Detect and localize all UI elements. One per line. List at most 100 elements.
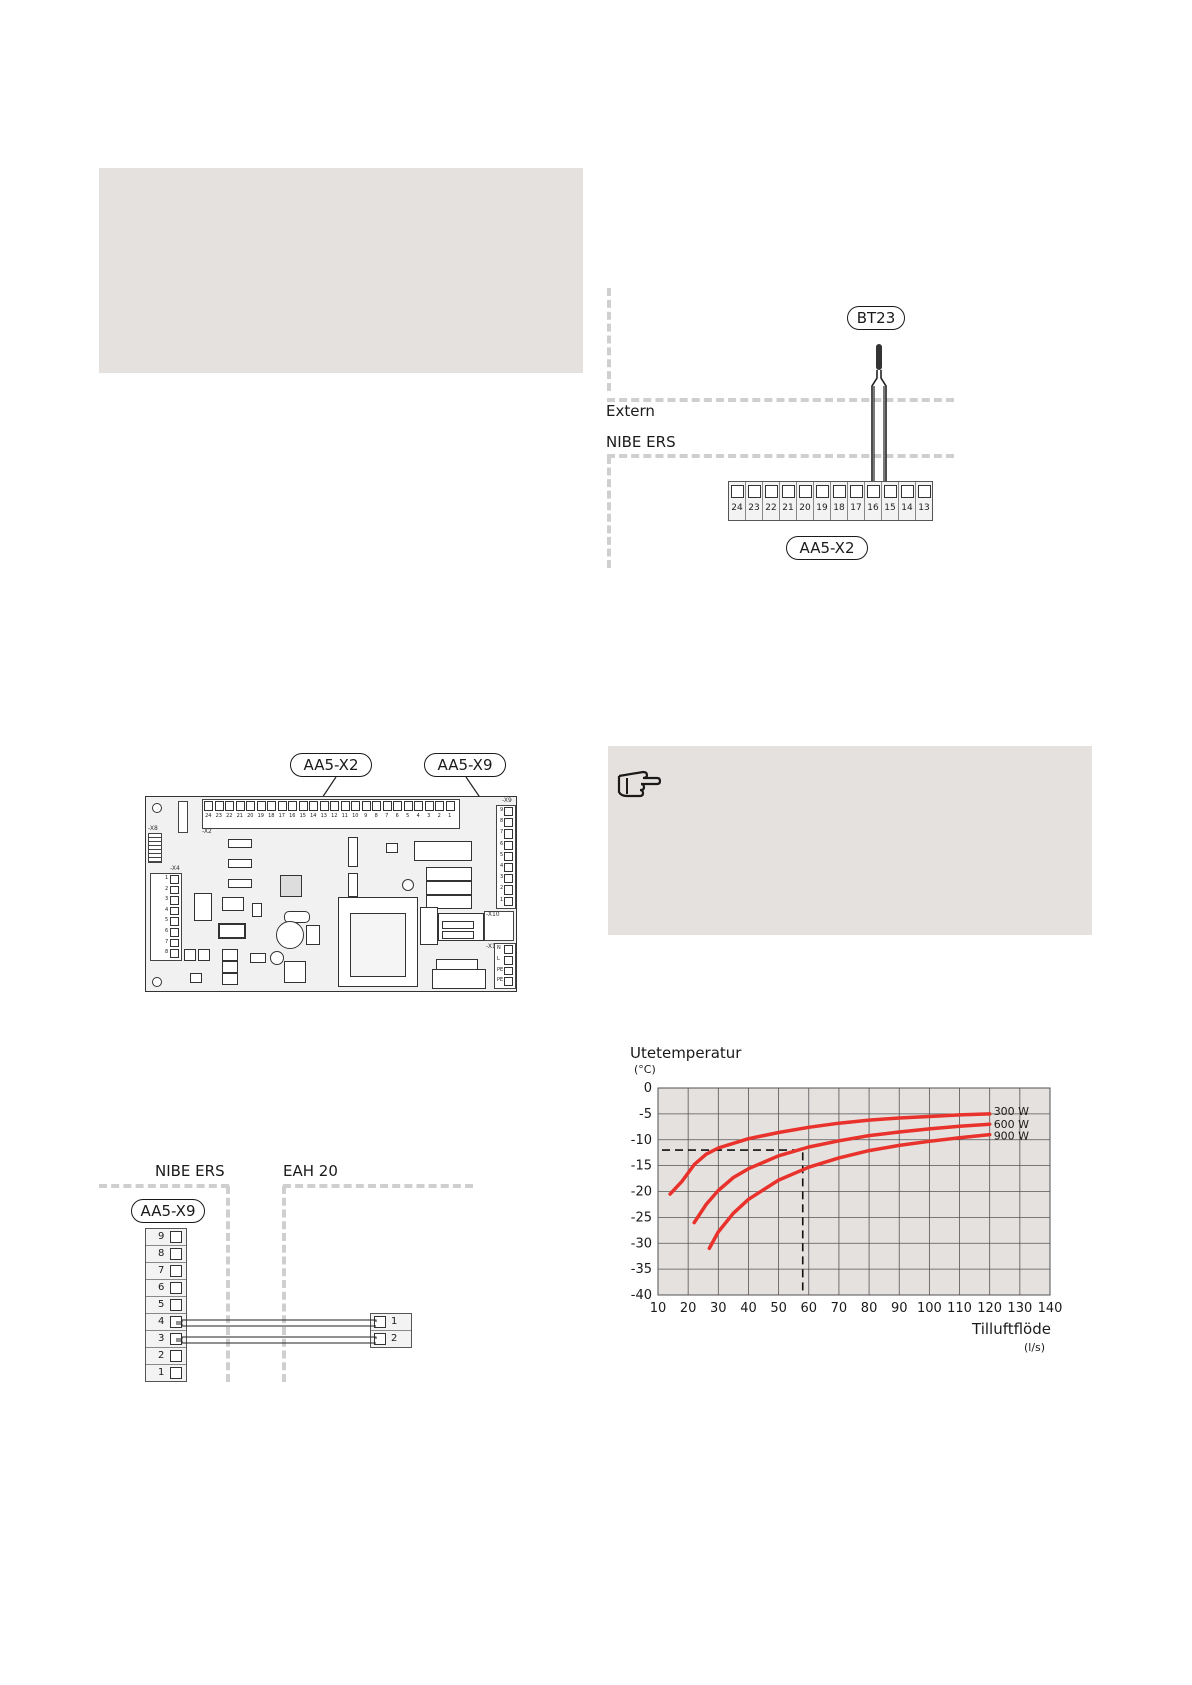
pin-square	[504, 896, 513, 906]
silk-x9: -X9	[502, 797, 512, 804]
board-x2-pin: 13	[319, 801, 329, 823]
relay	[426, 895, 472, 909]
pin-number: 8	[374, 813, 378, 819]
terminal: 8	[146, 1246, 186, 1263]
board-pin: PE	[495, 966, 515, 977]
pin-square	[504, 851, 513, 861]
component	[284, 961, 306, 983]
wiring-divider-mid-right	[282, 1186, 286, 1382]
board-x2-pin: 21	[235, 801, 245, 823]
wiring-zone-eah20: EAH 20	[283, 1162, 338, 1180]
zone-label-nibe-ers: NIBE ERS	[606, 433, 676, 451]
wiring-zone-nibe-ers: NIBE ERS	[155, 1162, 225, 1180]
sensor-probe-bt23	[871, 344, 887, 490]
pin-number: 4	[165, 906, 169, 913]
x-tick-label: 10	[650, 1301, 667, 1316]
board-connector-x8	[178, 801, 188, 833]
zone-label-extern: Extern	[606, 402, 655, 420]
y-tick-label: -40	[631, 1288, 652, 1303]
pin-square	[445, 801, 455, 811]
pin-square	[504, 862, 513, 873]
mounting-hole	[152, 803, 162, 813]
component	[250, 953, 266, 963]
terminal: 22	[763, 482, 780, 520]
board-x2-pin: 11	[340, 801, 350, 823]
terminal: 2	[371, 1331, 411, 1347]
x-tick-label: 20	[680, 1301, 697, 1316]
series-line	[707, 1132, 992, 1251]
pin-number: 19	[257, 813, 264, 819]
pin-number: 6	[165, 927, 169, 934]
x-tick-label: 140	[1038, 1301, 1063, 1316]
terminal-block-aa5-x2: 24 23 22 21 20 19 18 17 16 15 14 13	[728, 481, 933, 521]
wiring-terminal-block-right: 1 2	[370, 1313, 412, 1348]
board-x2-pin: 23	[214, 801, 224, 823]
pin-number: 2	[437, 813, 441, 819]
pin-number: 9	[364, 813, 368, 819]
terminal: 21	[780, 482, 797, 520]
terminal: 18	[831, 482, 848, 520]
pin-square	[414, 801, 423, 811]
board-x2-pin: 24	[204, 801, 213, 823]
pin-number: PE	[497, 977, 504, 984]
board-pin: 9	[497, 806, 515, 817]
component	[386, 843, 398, 853]
reference-line	[662, 1149, 804, 1295]
board-pin: 2	[497, 884, 515, 895]
pin-square	[170, 896, 179, 905]
series-line	[668, 1112, 992, 1196]
pin-number: N	[497, 945, 501, 951]
terminal: 5	[146, 1297, 186, 1314]
board-callout-aa5-x9: AA5-X9	[424, 753, 506, 777]
y-tick-label: -30	[631, 1236, 652, 1251]
zone-divider-internal	[607, 454, 954, 458]
pin-number: 11	[341, 813, 348, 819]
pin-number: 3	[165, 896, 169, 903]
pin-square	[170, 906, 179, 916]
pin-number: 6	[500, 840, 504, 847]
chart-title: Utetemperatur	[630, 1044, 742, 1062]
component	[222, 897, 244, 911]
terminal: 19	[814, 482, 831, 520]
board-pin: 6	[151, 927, 181, 938]
x-tick-label: 50	[770, 1301, 787, 1316]
board-x2-pin: 17	[277, 801, 287, 823]
series-line	[692, 1122, 992, 1225]
pin-number: 3	[427, 813, 431, 819]
wiring-divider-top-right	[283, 1184, 473, 1188]
board-pin: 7	[497, 828, 515, 839]
pin-number: 16	[289, 813, 296, 819]
board-pin: 2	[151, 885, 181, 896]
board-pin: 7	[151, 938, 181, 949]
pin-number: 17	[278, 813, 285, 819]
pin-number: PE	[497, 966, 504, 973]
board-pin: N	[495, 944, 515, 955]
component	[222, 961, 238, 973]
capacitor	[270, 951, 284, 965]
board-x2-pin: 8	[372, 801, 381, 823]
pin-number: 10	[352, 813, 359, 819]
x-tick-label: 80	[861, 1301, 878, 1316]
silk-x10: -X10	[486, 911, 500, 918]
terminal: 6	[146, 1280, 186, 1297]
wiring-terminal-block-left: 9 8 7 6 5 4 3 2 1	[145, 1228, 187, 1382]
x-tick-label: 30	[710, 1301, 727, 1316]
pin-number: 23	[215, 813, 222, 819]
series-label: 300 W	[994, 1105, 1029, 1118]
board-pin: 6	[497, 840, 515, 851]
pin-number: 24	[205, 813, 212, 819]
terminal: 15	[882, 482, 899, 520]
tip-box	[608, 746, 1092, 935]
terminal: 1	[371, 1314, 411, 1331]
board-pin: 4	[151, 906, 181, 917]
info-box-top-left	[99, 168, 583, 373]
board-x2-pin: 9	[361, 801, 371, 823]
board-pin: 1	[497, 896, 515, 907]
x-tick-label: 70	[831, 1301, 848, 1316]
board-connector-x10	[484, 911, 514, 941]
terminal: 13	[916, 482, 932, 520]
sensor-label-bt23: BT23	[847, 306, 905, 330]
pin-number: 3	[500, 874, 504, 881]
